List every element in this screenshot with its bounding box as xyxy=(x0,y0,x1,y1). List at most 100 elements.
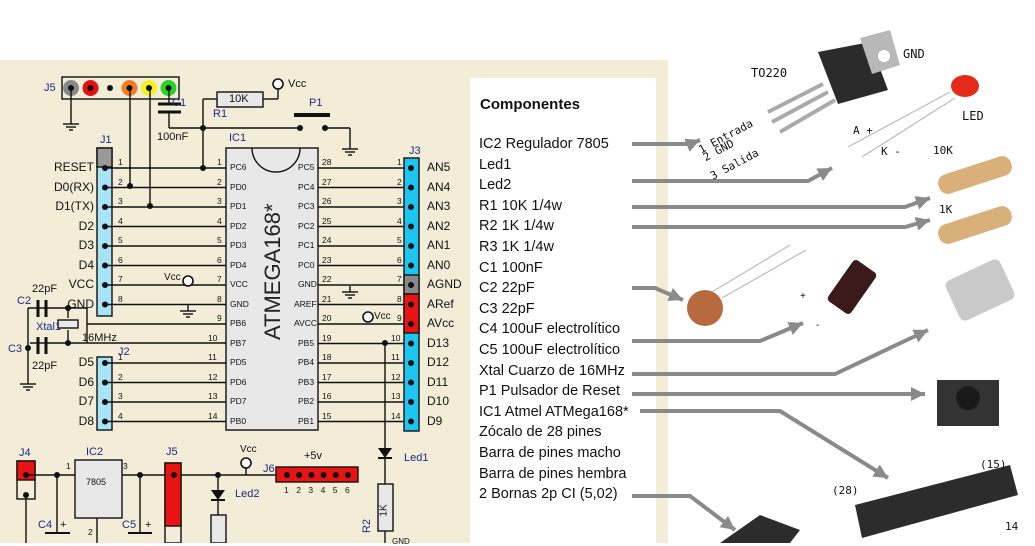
resistor-1k-label: 1K xyxy=(939,203,953,216)
j6-ref: J6 xyxy=(263,463,275,475)
j1-pin-label: D4 xyxy=(78,257,94,272)
component-list-item: R3 1K 1/4w xyxy=(479,239,554,255)
vcc-label: Vcc xyxy=(240,444,257,455)
ceramic-capacitor-photo xyxy=(687,290,723,326)
ic1-pin-name: PC3 xyxy=(298,201,315,211)
j3-pin xyxy=(408,340,414,347)
j3-pin xyxy=(408,379,414,386)
cap-lead xyxy=(721,249,807,299)
ic1-pin-number: 11 xyxy=(208,352,217,362)
j1-pin-label: D2 xyxy=(78,218,94,233)
j2-pin-label: D7 xyxy=(78,394,94,408)
ic1-pin-number: 24 xyxy=(322,235,332,245)
j1-header xyxy=(96,147,113,317)
crystal-photo xyxy=(945,259,1015,321)
component-list-item: R2 1K 1/4w xyxy=(479,218,554,235)
ic1-pin-name: PD5 xyxy=(230,357,247,367)
c1-value: 100nF xyxy=(157,131,189,143)
j2-pin-number: 2 xyxy=(118,371,123,382)
j1-pin-number: 4 xyxy=(118,215,123,226)
r2-ref: R2 xyxy=(361,518,374,534)
component-list-item: Xtal Cuarzo de 16MHz xyxy=(479,362,625,379)
vcc-label: Vcc xyxy=(288,78,307,90)
ic1-pin-name: PD0 xyxy=(230,181,247,192)
component-list-item: Led2 xyxy=(479,177,512,194)
arrow-regulator-head xyxy=(684,138,700,152)
ic1-notch xyxy=(251,147,301,173)
arrow-terminal xyxy=(632,494,737,532)
j3-pin-label: ARef xyxy=(427,296,454,311)
ic1-pin-number: 2 xyxy=(217,176,222,187)
j3-pin-number: 6 xyxy=(397,254,402,265)
ic1-pin-name: PB0 xyxy=(230,415,247,426)
c3-value: 22pF xyxy=(32,360,58,372)
electrolytic-capacitor-photo xyxy=(827,260,877,314)
j1-pin-label: D1(TX) xyxy=(55,199,94,213)
ic1-pin-name: PC1 xyxy=(298,240,315,250)
regulator-lead xyxy=(771,90,829,124)
component-list-item: C1 100nF xyxy=(479,259,543,276)
regulator-package-label: TO220 xyxy=(751,66,788,80)
j2-pin-number: 3 xyxy=(118,391,123,401)
arrow-pushbutton-head xyxy=(911,387,925,401)
j5-pin xyxy=(107,85,113,91)
junction-dot xyxy=(171,472,177,478)
components-panel xyxy=(470,78,656,543)
arrow-chip xyxy=(640,409,890,480)
j3-pin xyxy=(408,204,414,210)
ic1-pin-number: 22 xyxy=(322,274,332,284)
ic1-pin-number: 1 xyxy=(217,157,222,167)
j6-pin-number: 3 xyxy=(308,485,314,495)
j6-pin xyxy=(296,472,303,478)
j3-pin xyxy=(408,418,414,425)
j1-pin-number: 5 xyxy=(118,235,123,245)
ic1-pin-number: 27 xyxy=(322,176,332,187)
led2-ref: Led2 xyxy=(235,488,260,500)
ic1-pin-name: PB2 xyxy=(298,396,315,406)
junction-dot xyxy=(25,345,31,351)
ic1-pin-number: 7 xyxy=(217,274,222,284)
component-list-item: IC2 Regulador 7805 xyxy=(479,136,609,152)
led-lead xyxy=(861,97,956,158)
c4-ref: C4 xyxy=(38,519,53,531)
j3-pin xyxy=(408,184,414,191)
j1-pin-label: RESET xyxy=(53,160,94,174)
j3-pin-number: 7 xyxy=(397,274,402,284)
ic1-pin-number: 18 xyxy=(322,352,332,362)
chip-pin15-label: (15) xyxy=(980,458,1007,471)
junction-dot xyxy=(147,203,153,209)
led-cathode-label: K - xyxy=(881,145,901,158)
j1-pin-number: 6 xyxy=(118,254,123,265)
arrow-xtal-head xyxy=(912,329,928,343)
j3-pin-number: 12 xyxy=(391,371,401,382)
regulator-lead xyxy=(767,82,824,114)
led1-ref: Led1 xyxy=(404,452,429,464)
led-label: LED xyxy=(962,109,984,123)
ic1-pin-number: 20 xyxy=(322,313,332,323)
arrow-r1-head xyxy=(914,196,930,210)
j6-pin-number: 2 xyxy=(296,485,301,495)
j3-pin-label: AN3 xyxy=(427,199,451,213)
c5-plus: + xyxy=(145,519,152,531)
ic1-pin-name: PD7 xyxy=(230,396,247,406)
ic1-pin-number: 6 xyxy=(217,254,222,265)
j6-pin-number: 6 xyxy=(345,485,350,495)
ic1-pin-number: 14 xyxy=(208,410,218,421)
ic2-ref: IC2 xyxy=(86,446,104,458)
component-list-item: C5 100uF electrolítico xyxy=(479,342,621,358)
r1-ref: R1 xyxy=(213,108,228,120)
arrow-chip-head xyxy=(872,464,888,478)
resistor-1k-photo xyxy=(938,206,1012,244)
j3-pin-label: AGND xyxy=(427,277,462,291)
arrow-c4-head xyxy=(787,321,803,335)
arrow-r2-head xyxy=(914,217,930,231)
electrolytic-minus: - xyxy=(816,320,820,331)
ic1-pin-number: 25 xyxy=(322,215,332,226)
ic1-pin-name: PD6 xyxy=(230,376,247,387)
component-list-item: Barra de pines hembra xyxy=(479,465,627,482)
j2-pin-label: D8 xyxy=(78,413,94,428)
j5-bottom-red xyxy=(164,462,182,527)
j3-pin-number: 2 xyxy=(397,176,402,187)
j1-pin-label: D3 xyxy=(78,238,94,252)
